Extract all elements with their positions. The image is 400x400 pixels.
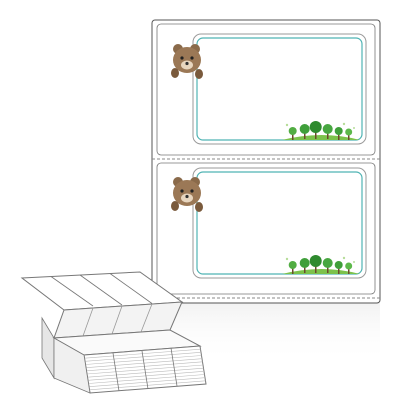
label-border — [156, 23, 376, 156]
fanfold-divider — [111, 305, 123, 335]
label-frame-outer — [192, 167, 367, 279]
label-sheet — [151, 19, 381, 304]
trees-icon — [282, 121, 360, 140]
fanfold-divider — [112, 352, 120, 392]
bear-icon — [171, 44, 203, 79]
label-frame-inner — [196, 171, 363, 275]
label-frame-outer — [192, 33, 367, 145]
fanfold-stack-side — [41, 316, 55, 380]
label-card — [156, 162, 376, 295]
fanfold-stack — [20, 271, 207, 394]
fanfold-divider — [79, 274, 123, 306]
fanfold-divider — [82, 307, 94, 337]
fanfold-divider — [140, 303, 153, 333]
bear-icon — [171, 177, 203, 212]
label-card — [156, 23, 376, 156]
fanfold-divider — [50, 276, 94, 307]
fanfold-stack-left-face — [53, 337, 91, 394]
trees-icon — [282, 255, 360, 274]
fanfold-divider — [141, 350, 149, 390]
fanfold-divider — [170, 347, 178, 387]
label-frame-inner — [196, 37, 363, 141]
fanfold-divider — [109, 273, 153, 304]
